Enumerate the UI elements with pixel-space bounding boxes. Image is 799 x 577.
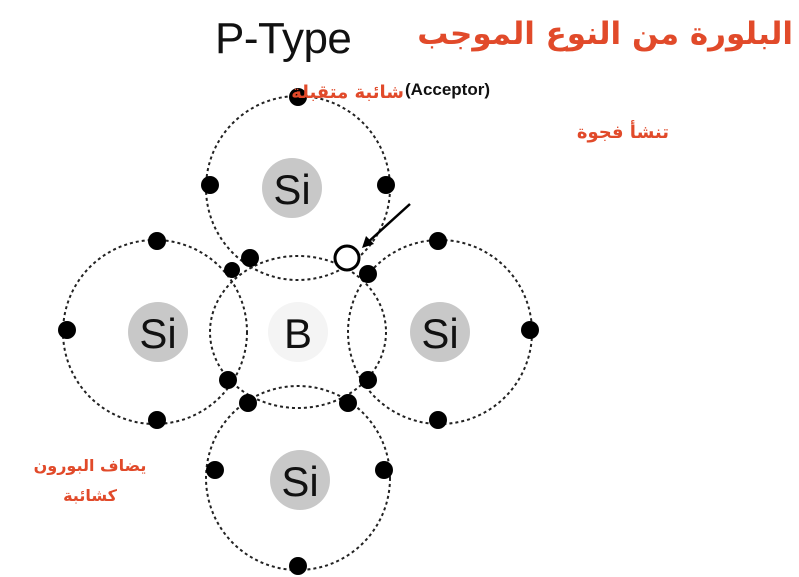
electron bbox=[429, 411, 447, 429]
electron bbox=[224, 262, 240, 278]
electron bbox=[148, 411, 166, 429]
electron bbox=[429, 232, 447, 250]
boron-note-line2: كشائبة bbox=[63, 486, 117, 505]
atom-right-si: Si bbox=[410, 302, 470, 362]
diagram-title: P-Type bbox=[215, 14, 352, 63]
hole-forms-label: تنشأ فجوة bbox=[576, 122, 669, 143]
atom-bottom-si: Si bbox=[270, 450, 330, 510]
electron bbox=[239, 394, 257, 412]
atom-label-center: B bbox=[284, 310, 312, 357]
atom-center-b: B bbox=[268, 302, 328, 362]
electron bbox=[241, 249, 259, 267]
atom-label-top: Si bbox=[273, 166, 310, 213]
electron bbox=[148, 232, 166, 250]
hole-arrow bbox=[362, 203, 411, 248]
electron bbox=[339, 394, 357, 412]
atom-label-bottom: Si bbox=[281, 458, 318, 505]
electron bbox=[201, 176, 219, 194]
electron bbox=[219, 371, 237, 389]
electron bbox=[58, 321, 76, 339]
hole-marker bbox=[333, 244, 361, 272]
atom-label-left: Si bbox=[139, 310, 176, 357]
acceptor-label: (Acceptor) bbox=[405, 80, 491, 99]
atom-top-si: Si bbox=[262, 158, 322, 218]
arabic-title: البلورة من النوع الموجب bbox=[417, 16, 793, 52]
electron bbox=[289, 557, 307, 575]
orbit-center-b bbox=[209, 255, 387, 409]
electron bbox=[206, 461, 224, 479]
electron bbox=[359, 371, 377, 389]
electron bbox=[359, 265, 377, 283]
boron-note-line1: يضاف البورون bbox=[33, 456, 147, 475]
electron bbox=[377, 176, 395, 194]
acceptor-arabic-label: شائبة متقبلة bbox=[291, 82, 404, 103]
electron bbox=[521, 321, 539, 339]
atom-left-si: Si bbox=[128, 302, 188, 362]
electron bbox=[375, 461, 393, 479]
atom-label-right: Si bbox=[421, 310, 458, 357]
electron bbox=[289, 88, 307, 106]
